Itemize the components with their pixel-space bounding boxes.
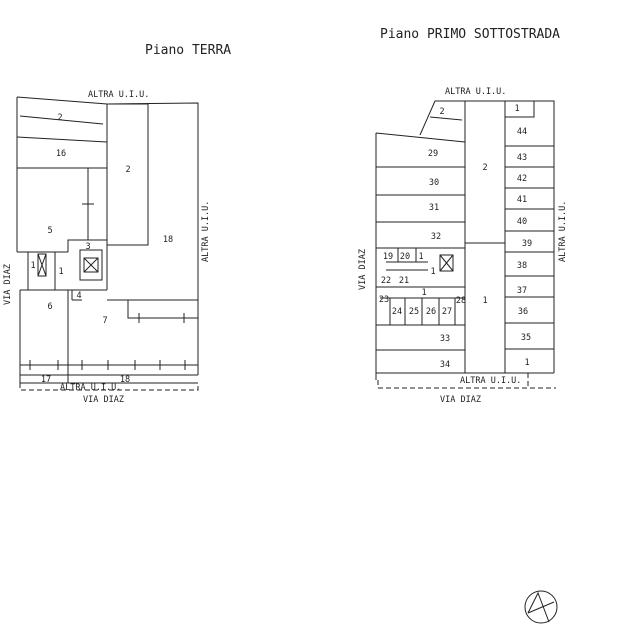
room-label: 1 [430,267,435,277]
room-label: 1 [514,104,519,114]
room-label: 23 [379,295,389,305]
sottostrada-altra-uiu-top: ALTRA U.I.U. [445,87,506,97]
sottostrada-altra-uiu-right: ALTRA U.I.U. [558,201,568,262]
room-label: 17 [41,375,51,385]
room-label: 21 [399,276,409,286]
room-label: 22 [381,276,391,286]
terra-room-labels: 2 16 2 5 18 3 1 1 4 6 7 17 18 [30,113,173,385]
terra-altra-uiu-top: ALTRA U.I.U. [88,90,149,100]
room-label: 18 [120,375,130,385]
terra-via-diaz-bottom: VIA DIAZ [83,395,124,405]
room-label: 33 [440,334,450,344]
room-label: 42 [517,174,527,184]
north-arrow-icon [524,590,558,624]
terra-altra-uiu-bottom: ALTRA U.I.U. [60,383,121,393]
terra-via-diaz-left: VIA DIAZ [3,264,13,305]
room-label: 1 [30,261,35,271]
room-label: 6 [47,302,52,312]
title-piano-terra: Piano TERRA [145,43,231,58]
plan-piano-sottostrada: ALTRA U.I.U. ALTRA U.I.U. ALTRA U.I.U. V… [358,87,568,405]
room-label: 27 [442,307,452,317]
room-label: 32 [431,232,441,242]
room-label: 24 [392,307,402,317]
terra-altra-uiu-right: ALTRA U.I.U. [201,201,211,262]
room-label: 37 [517,286,527,296]
plan-piano-terra: ALTRA U.I.U. ALTRA U.I.U. ALTRA U.I.U. V… [3,90,211,405]
room-label: 34 [440,360,450,370]
room-label: 1 [421,288,426,298]
room-label: 29 [428,149,438,159]
room-label: 36 [518,307,528,317]
room-label: 1 [524,358,529,368]
room-label: 2 [482,163,487,173]
room-label: 28 [456,296,466,306]
room-label: 26 [426,307,436,317]
room-label: 1 [58,267,63,277]
room-label: 18 [163,235,173,245]
title-piano-sottostrada: Piano PRIMO SOTTOSTRADA [380,27,560,42]
room-label: 43 [517,153,527,163]
sottostrada-altra-uiu-bottom: ALTRA U.I.U. [460,376,521,386]
room-label: 35 [521,333,531,343]
room-label: 5 [47,226,52,236]
room-label: 2 [439,107,444,117]
room-label: 41 [517,195,527,205]
room-label: 1 [418,252,423,262]
terra-walls [16,96,199,391]
room-label: 30 [429,178,439,188]
room-label: 4 [76,291,81,301]
room-label: 19 [383,252,393,262]
room-label: 16 [56,149,66,159]
room-label: 44 [517,127,527,137]
sottostrada-via-diaz-left: VIA DIAZ [358,249,368,290]
sottostrada-room-labels: 2 29 30 31 32 19 20 1 22 21 1 1 23 24 25… [379,104,532,370]
room-label: 25 [409,307,419,317]
room-label: 2 [57,113,62,123]
sottostrada-via-diaz-bottom: VIA DIAZ [440,395,481,405]
sottostrada-walls [375,100,556,389]
room-label: 2 [125,165,130,175]
room-label: 39 [522,239,532,249]
room-label: 7 [102,316,107,326]
room-label: 31 [429,203,439,213]
room-label: 40 [517,217,527,227]
room-label: 3 [85,242,90,252]
room-label: 20 [400,252,410,262]
room-label: 1 [482,296,487,306]
room-label: 38 [517,261,527,271]
